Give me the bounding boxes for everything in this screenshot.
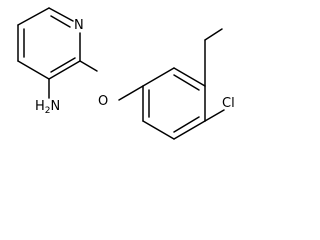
ring-nitrogen-label: N	[74, 18, 84, 33]
structure-canvas: N O Cl H2N	[17, 7, 235, 140]
bond-c4-c3	[17, 60, 50, 80]
chlorine-label: Cl	[222, 96, 235, 111]
pyridine-ring	[17, 7, 81, 80]
amine-n-label: N	[51, 99, 61, 114]
bond-c6-c5	[17, 7, 50, 26]
bond-c3-c2	[48, 60, 81, 80]
bond-c2-o	[79, 60, 98, 72]
ether-oxygen-label: O	[98, 94, 108, 109]
amine-label: H2N	[35, 99, 60, 116]
amine-h-label: H	[35, 99, 45, 114]
bond-r4-r5-inner	[173, 116, 200, 133]
bond-n1-c6	[48, 7, 74, 22]
bond-methyl-tip	[204, 28, 223, 41]
bond-r4-r5	[173, 120, 206, 140]
bond-n1-c6-inner	[50, 15, 71, 28]
amine-subscript: 2	[45, 106, 51, 116]
bond-r2-r3	[173, 67, 206, 87]
bond-o-ring	[118, 85, 144, 101]
bond-r5-r6	[142, 120, 175, 140]
bond-c3-c2-inner	[50, 57, 76, 73]
chlorotoluene-ring	[142, 67, 206, 140]
bond-r4-cl	[204, 109, 225, 122]
bond-r1-r2	[142, 67, 175, 87]
bond-r2-r3-inner	[173, 74, 200, 91]
